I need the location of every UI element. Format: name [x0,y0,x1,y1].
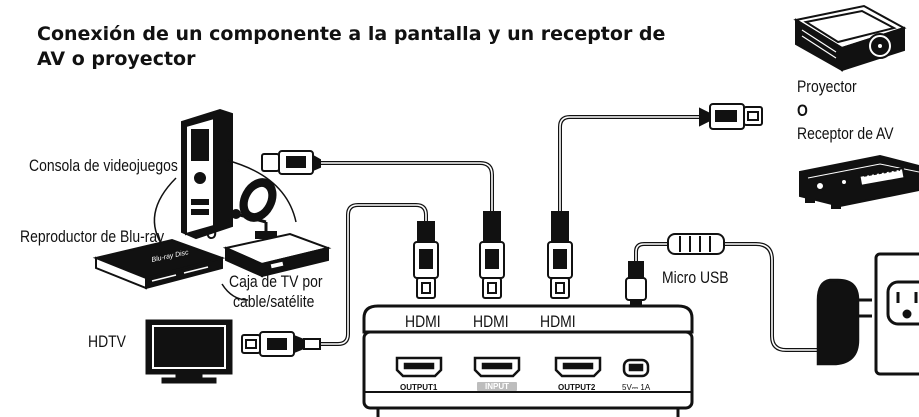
bluray-player-icon: Blu-ray Disc [92,238,226,290]
projector-icon [793,4,907,72]
hdmi-plug-output2 [547,211,573,299]
ferrite-bead [667,233,725,255]
cable-projector [558,115,710,214]
port-label-input: INPUT [477,382,517,391]
label-hdmi-2: HDMI [473,312,509,331]
power-adapter [816,278,872,366]
label-console: Consola de videojuegos [29,156,178,175]
port-output2-socket [554,356,602,378]
hdmi-plug-input [479,211,505,299]
label-cable-box-line2: cable/satélite [233,292,315,311]
hdmi-splitter-device [362,304,694,417]
diagram-title: Conexión de un componente a la pantalla … [37,23,666,70]
label-projector: Proyector [797,77,857,96]
port-output1-socket [395,356,443,378]
console-callout-line [225,159,297,223]
hdmi-plug-output1 [413,221,439,299]
micro-usb-plug [625,261,647,311]
label-hdmi-3: HDMI [540,312,576,331]
label-cable-box-line1: Caja de TV por [229,272,323,291]
bluray-callout-line [153,177,177,249]
hdmi-plug-hdtv [241,331,321,357]
label-or-top: O [797,101,808,120]
port-label-power: 5V⎓ 1A [622,383,651,392]
label-bluray: Reproductor de Blu-ray [20,227,165,246]
label-micro-usb: Micro USB [662,268,729,287]
wall-outlet [874,252,919,376]
satellite-dish-icon [231,178,277,239]
hdmi-plug-console [261,150,321,175]
label-av-receiver: Receptor de AV [797,124,894,143]
cable-box-icon [222,232,332,278]
hdmi-plug-projector [699,103,763,130]
port-power-socket [622,358,650,378]
port-label-output2: OUTPUT2 [558,383,596,392]
port-input-socket [473,356,521,378]
cable-box-callout-line [221,283,249,301]
hdtv-icon [145,319,233,384]
av-receiver-icon [799,154,919,209]
game-console-icon [181,108,233,240]
label-hdtv: HDTV [88,332,126,351]
port-label-output1: OUTPUT1 [400,383,438,392]
label-hdmi-1: HDMI [405,312,441,331]
label-or-left: O [206,224,217,243]
